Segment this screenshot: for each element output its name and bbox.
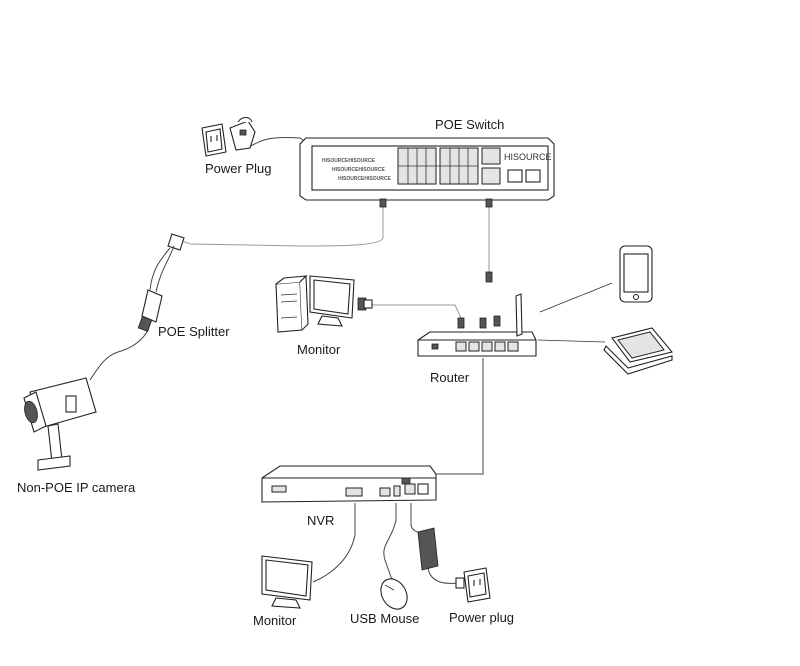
label-nvr: NVR [307,513,335,528]
label-non-poe-camera: Non-POE IP camera [17,480,136,495]
nvr-ports [345,483,429,497]
label-power-plug-top: Power Plug [205,161,272,176]
label-power-plug-bottom: Power plug [449,610,515,625]
monitor-connector-icon [357,297,373,311]
cable-power-to-switch [246,137,307,149]
label-router: Router [430,370,470,385]
power-plug-top-icon [229,116,256,151]
switch-brand-right: HISOURCE [504,152,552,162]
router-icon [417,271,537,357]
ip-camera-icon [23,377,97,471]
power-adapter-icon [417,527,439,571]
label-monitor-top: Monitor [297,342,341,357]
switch-brand-left-3: HISOURCEHISOURCE [338,176,391,182]
power-outlet-bottom-icon [455,567,491,603]
monitor-top-icon [309,275,355,327]
router-ports [455,341,519,352]
switch-brand-left-2: HISOURCEHISOURCE [332,167,385,173]
label-poe-switch: POE Switch [435,117,505,132]
computer-tower-icon [275,274,309,333]
laptop-icon [603,327,673,375]
label-poe-splitter: POE Splitter [158,324,230,339]
switch-port-grid [397,147,541,185]
switch-brand-left-1: HISOURCEHISOURCE [322,158,375,164]
usb-mouse-icon [380,578,408,610]
cable-adapter-to-plug [427,567,459,584]
cable-nvr-to-monitor [312,503,356,583]
monitor-bottom-icon [261,555,313,609]
smartphone-icon [619,245,653,303]
label-monitor-bottom: Monitor [253,613,297,628]
cable-nvr-to-adapter [410,503,425,536]
cable-splitter-to-camera [89,329,149,381]
wireless-link-phone [539,282,613,313]
cable-switch-to-splitter [179,200,384,247]
poe-switch-icon: HISOURCEHISOURCE HISOURCEHISOURCE HISOUR… [299,137,555,208]
wireless-link-laptop [537,339,606,343]
label-usb-mouse: USB Mouse [350,611,420,626]
cable-nvr-to-mouse [383,503,397,581]
poe-splitter-icon [137,233,185,332]
cable-monitor-to-router [370,304,463,321]
nvr-icon [261,465,437,503]
power-outlet-top-icon [201,123,227,157]
